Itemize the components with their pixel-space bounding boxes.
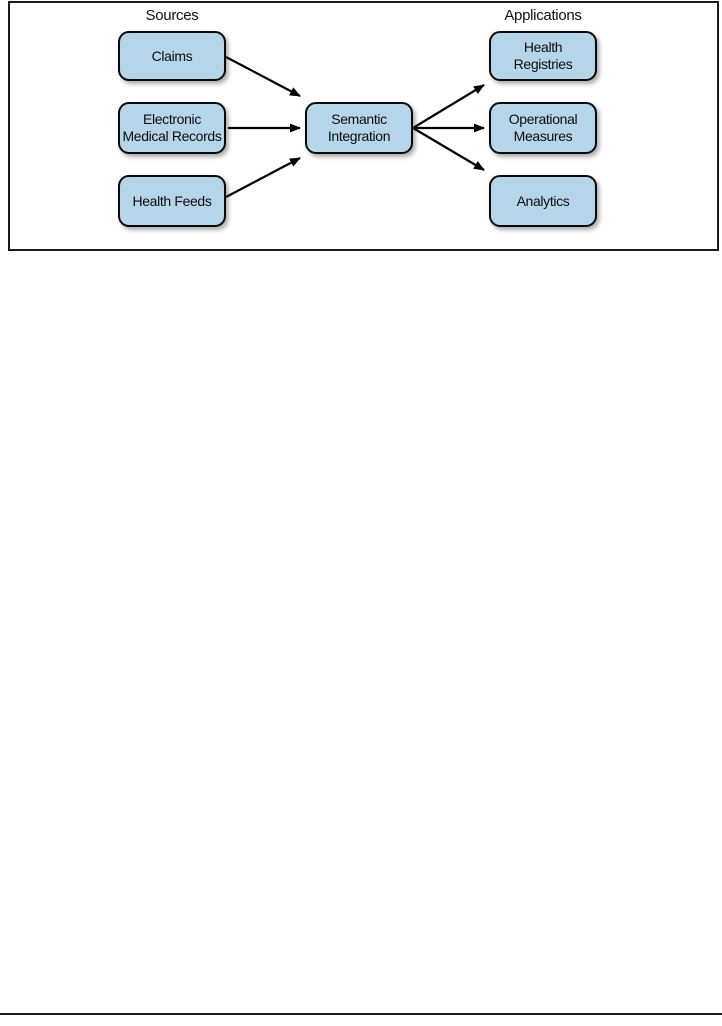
node-semantic-integration: Semantic Integration [305,102,413,154]
edge-claims-to-semantic-integration [225,56,301,97]
edge-semantic-integration-to-analytics [412,127,485,171]
node-health-feeds: Health Feeds [118,175,226,227]
node-health-registries: Health Registries [489,31,597,81]
node-claims-label: Claims [151,47,193,64]
node-analytics-label: Analytics [516,192,570,209]
edge-semantic-integration-to-health-registries [412,84,485,129]
node-electronic-medical-records-label: Electronic Medical Records [122,111,222,144]
node-health-registries-label: Health Registries [513,39,573,72]
sources-column-label: Sources [145,7,199,24]
node-operational-measures: Operational Measures [489,102,597,154]
node-electronic-medical-records: Electronic Medical Records [118,102,226,154]
diagram-arrows [225,56,485,198]
node-health-feeds-label: Health Feeds [132,192,212,209]
edge-health-feeds-to-semantic-integration [225,157,301,198]
node-semantic-integration-label: Semantic Integration [327,111,391,144]
applications-column-label: Applications [504,7,582,24]
page-footer-rule [0,1013,722,1015]
node-analytics: Analytics [489,175,597,227]
node-claims: Claims [118,31,226,81]
node-operational-measures-label: Operational Measures [508,111,578,144]
